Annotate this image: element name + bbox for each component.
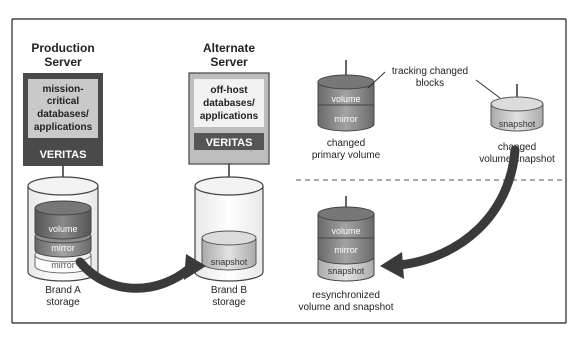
replication-arrow-shaft — [75, 257, 195, 293]
alternate-title-2: Server — [210, 55, 248, 69]
alternate-storage-label-1: Brand B — [211, 285, 247, 296]
resync-arrow-head — [380, 252, 404, 279]
alternate-storage-top — [194, 176, 264, 196]
resync-disk-label: snapshot — [328, 266, 365, 276]
resynchronized-stack: volume mirror snapshot resynchronized vo… — [298, 196, 394, 313]
tracking-label-2: blocks — [416, 78, 444, 89]
alternate-app-line: applications — [200, 111, 259, 122]
resync-disk-top — [317, 206, 375, 222]
tracking-label-1: tracking changed — [392, 66, 468, 77]
production-disk-volume-top — [34, 200, 92, 216]
production-app-line: applications — [34, 122, 93, 133]
primary-disk-top — [317, 74, 375, 90]
alternate-disk-label: snapshot — [211, 257, 248, 267]
production-title-2: Server — [44, 55, 82, 69]
alternate-app-line: off-host — [210, 85, 248, 96]
alternate-storage-label-2: storage — [212, 297, 246, 308]
production-disk-label: volume — [48, 224, 77, 234]
production-storage-top — [27, 176, 99, 196]
alternate-server: Alternate Server off-host databases/ app… — [188, 41, 270, 308]
alternate-app-line: databases/ — [203, 98, 255, 109]
snapshot-disk-label: snapshot — [499, 119, 536, 129]
tracking-leader-left — [367, 71, 386, 89]
resync-disk-snapshot — [317, 256, 375, 282]
primary-disk-body — [317, 82, 375, 132]
production-app-line: databases/ — [37, 109, 89, 120]
primary-label-1: changed — [327, 138, 365, 149]
production-app-line: mission- — [42, 84, 83, 95]
alternate-vendor-label: VERITAS — [206, 137, 253, 149]
production-disk-label: mirror — [51, 260, 75, 270]
production-vendor-label: VERITAS — [40, 149, 87, 161]
primary-disk-label: volume — [331, 94, 360, 104]
production-storage-label-1: Brand A — [45, 285, 81, 296]
resync-disk-label: mirror — [334, 245, 358, 255]
primary-label-2: primary volume — [312, 150, 381, 161]
alternate-vendor-bar — [194, 133, 264, 150]
snapshot-disk-body — [490, 104, 544, 132]
tracking-leader-right — [475, 79, 501, 99]
snapshot-disk-top — [490, 96, 544, 112]
production-title-1: Production — [31, 41, 94, 55]
production-disk-volume — [34, 208, 92, 240]
alternate-title-1: Alternate — [203, 41, 255, 55]
production-server: Production Server mission- critical data… — [23, 41, 103, 308]
resync-label-1: resynchronized — [312, 290, 380, 301]
primary-disk-label: mirror — [334, 114, 358, 124]
changed-primary-volume: volume mirror changed primary volume — [312, 60, 381, 161]
production-storage-label-2: storage — [46, 297, 80, 308]
production-app-line: critical — [47, 96, 79, 107]
alternate-disk-snapshot-top — [201, 230, 257, 246]
alternate-app-panel — [194, 79, 264, 127]
resync-label-2: volume and snapshot — [298, 302, 393, 313]
production-app-panel — [28, 79, 98, 138]
resync-arrow-shaft — [395, 145, 520, 270]
replication-arrow-head — [184, 254, 206, 280]
production-disk-label: mirror — [51, 243, 75, 253]
resync-disk-label: volume — [331, 226, 360, 236]
